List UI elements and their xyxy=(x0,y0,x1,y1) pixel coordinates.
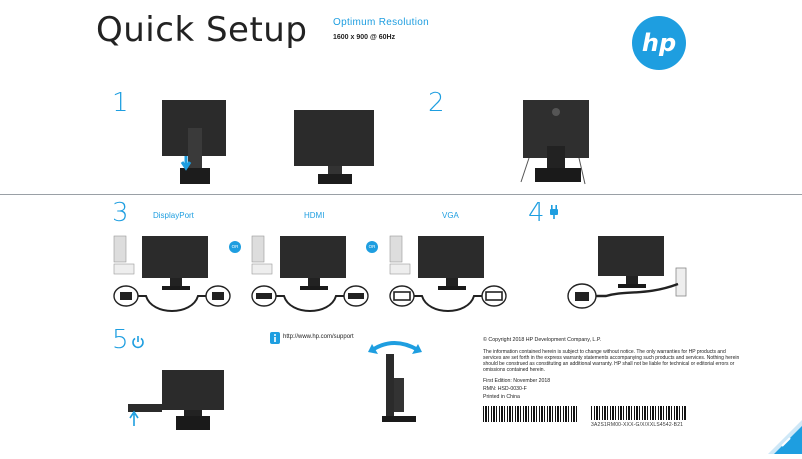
page-curl-icon[interactable] xyxy=(768,420,802,454)
monitor-tilt-illustration xyxy=(364,338,428,430)
monitor-assembled-illustration xyxy=(292,108,376,186)
plug-icon xyxy=(548,204,560,220)
or-badge-2: OR xyxy=(366,241,378,253)
connector-label-displayport: DisplayPort xyxy=(153,211,194,220)
hdmi-setup-illustration xyxy=(250,234,370,324)
monitor-power-button-illustration xyxy=(128,368,226,432)
section-divider xyxy=(0,194,802,195)
rmn-text: RMN: HSD-0030-F xyxy=(483,386,527,392)
resolution-value: 1600 x 900 @ 60Hz xyxy=(333,34,396,41)
monitor-stand-attach-illustration xyxy=(160,98,228,188)
copyright-text: © Copyright 2018 HP Development Company,… xyxy=(483,337,602,343)
step-1-number: 1 xyxy=(112,88,129,118)
step-2-number: 2 xyxy=(428,88,445,118)
step-5-number: 5 xyxy=(112,325,129,355)
page-title: Quick Setup xyxy=(96,10,308,50)
power-setup-illustration xyxy=(566,234,690,314)
part-number: 3A2S1RM00-XXX-G/X/XXLS4542-B21 xyxy=(591,422,684,428)
displayport-setup-illustration xyxy=(112,234,232,324)
connector-label-vga: VGA xyxy=(442,211,459,220)
connector-label-hdmi: HDMI xyxy=(304,211,325,220)
info-icon xyxy=(270,331,280,344)
or-badge-1: OR xyxy=(229,241,241,253)
printed-text: Printed in China xyxy=(483,394,520,400)
edition-text: First Edition: November 2018 xyxy=(483,378,551,384)
barcode-right xyxy=(591,406,687,420)
step-4-number: 4 xyxy=(528,198,545,228)
step-3-number: 3 xyxy=(112,198,129,228)
vga-setup-illustration xyxy=(388,234,508,324)
support-url[interactable]: http://www.hp.com/support xyxy=(283,334,354,340)
legal-body-text: The information contained herein is subj… xyxy=(483,349,740,374)
resolution-label: Optimum Resolution xyxy=(333,17,429,28)
hp-logo: hp xyxy=(631,15,687,71)
monitor-tilt-back-illustration xyxy=(515,98,593,186)
power-icon xyxy=(131,335,145,349)
barcode-left xyxy=(483,406,579,422)
hp-logo-text: hp xyxy=(642,29,676,57)
